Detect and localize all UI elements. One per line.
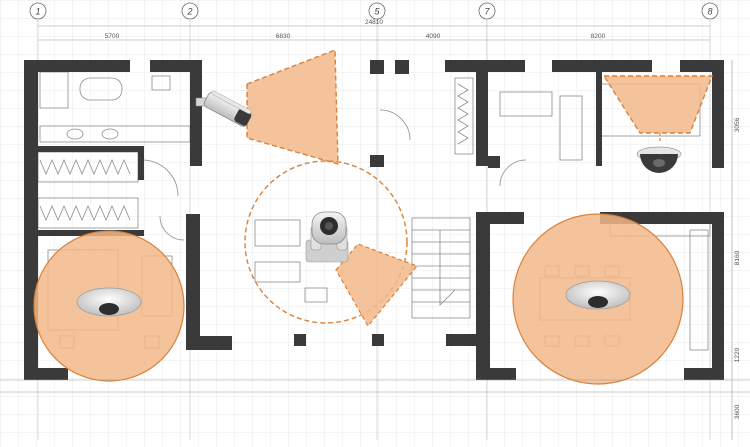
wall-bottom-left [24,368,68,380]
bath-counter-right [499,91,553,117]
bathtub [79,77,123,101]
closet-hangers [457,83,469,145]
svg-text:8: 8 [707,7,712,17]
coverage-range-ptz [244,160,408,324]
wall-left-exterior [24,60,38,380]
column-center-mid [370,155,384,167]
grid-axis-5: 5 [368,2,386,440]
right-dimensions: 3056 8160 1220 3600 [731,60,741,440]
coverage-zone-ptz [335,243,418,328]
door-swing-right [499,159,527,187]
wall-right-inner-lower [476,212,490,378]
sink-left [66,128,84,140]
wall-room-divider [596,70,602,166]
bullet-camera [195,90,252,127]
column-center-top-b [395,60,409,74]
svg-text:2: 2 [186,7,192,17]
right-span-2: 8160 [734,250,741,265]
closet-right [454,77,474,155]
right-span-1: 3056 [734,117,741,132]
column-center-bottom-a [294,334,306,346]
stair-treads [412,229,470,303]
wall-right-stub [446,334,490,346]
svg-text:7: 7 [484,7,490,17]
fisheye-camera-left [76,287,142,317]
shower-right [559,95,583,161]
column-center-bottom-b [372,334,384,346]
total-dimension: 24810 [365,19,383,26]
column-center-top-a [370,60,384,74]
sofa [254,219,301,247]
wall-right-top-b [552,60,652,72]
toilet [151,75,171,91]
hangers-upper [39,158,131,176]
wall-wardrobe-post [138,150,144,180]
right-span-3: 1220 [734,347,741,362]
span-dimension-1: 5700 [105,33,120,40]
sink-right [101,128,119,140]
wall-top-left-b [150,60,202,72]
coffee-table [254,261,301,283]
door-swing-left [141,159,179,197]
door-swing-center [379,109,411,141]
wall-right-exterior-lower [712,212,724,378]
wall-right-bottom-a [476,368,516,380]
wall-bedroom-stub [186,336,232,350]
wall-top-left-a [24,60,130,72]
hangers-lower [39,204,131,222]
dome-camera [636,146,682,173]
ptz-camera [305,211,349,263]
door-swing-bedroom [159,215,185,241]
wall-bedroom-right [186,214,200,350]
top-dimensions: 24810 5700 6830 4090 8200 [38,19,710,41]
column-right-upper [488,156,500,168]
fisheye-camera-right [565,280,631,310]
stair-direction-arrow [439,230,456,306]
span-dimension-4: 8200 [591,33,606,40]
kitchen-side-counter [689,229,709,351]
wall-right-lower-top-a [476,212,524,224]
guide-lines [0,379,750,393]
wall-bath-divider [24,146,144,152]
wall-right-exterior-upper [712,60,724,168]
span-dimension-2: 6830 [276,33,291,40]
svg-text:1: 1 [35,7,40,17]
svg-text:5: 5 [374,7,380,17]
walls [24,60,724,380]
span-dimension-3: 4090 [426,33,441,40]
right-span-4: 3600 [734,404,741,419]
wall-right-inner-upper [476,60,488,166]
armchair [304,287,328,303]
wall-top-left-c [190,60,202,166]
wall-right-bottom-b [684,368,724,380]
coverage-zone-dome [602,75,714,134]
wall-bedroom-divider [24,230,144,236]
